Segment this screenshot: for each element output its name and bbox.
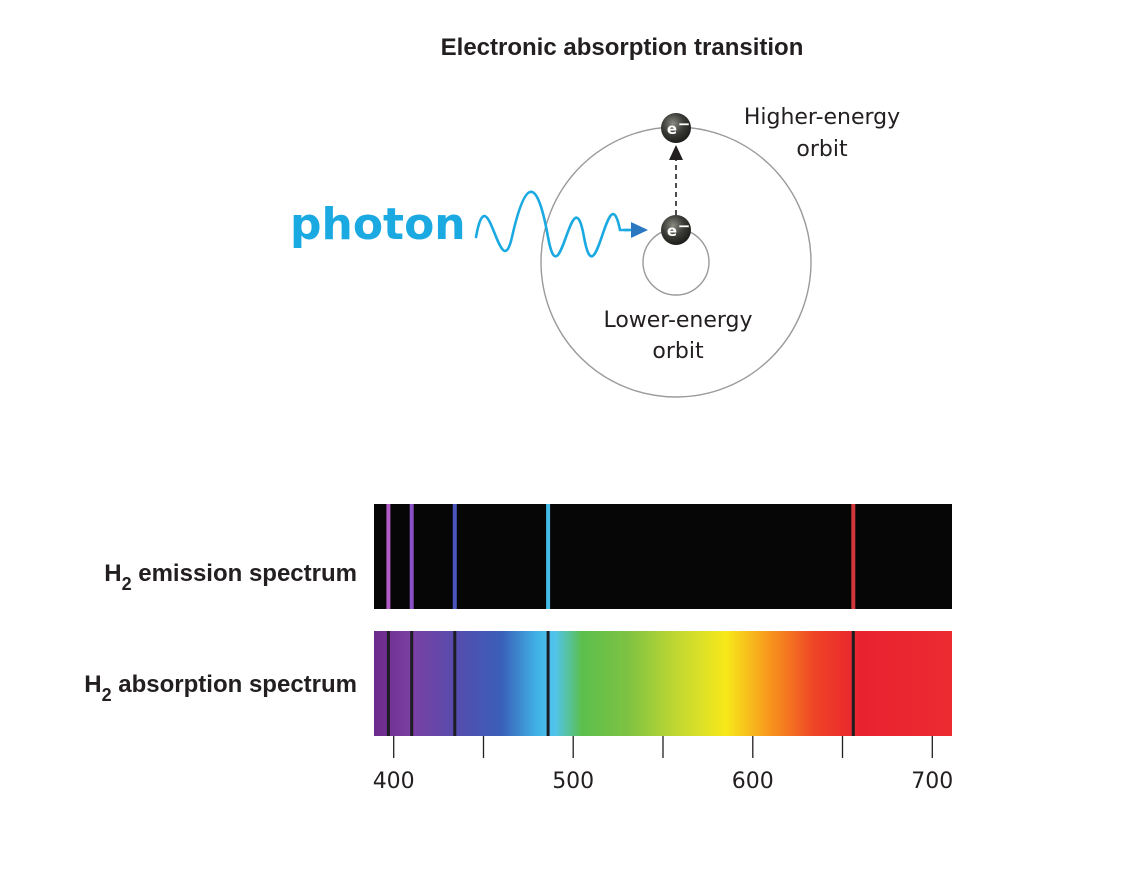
absorption-spectrum-label: H2 absorption spectrum [84, 671, 357, 705]
electron-symbol: e [667, 222, 677, 240]
emission-spectrum-band [374, 504, 952, 609]
wavelength-axis: 400 500 600 700 [373, 736, 953, 794]
emission-line-397 [386, 504, 391, 609]
absorption-line-486 [546, 631, 550, 736]
emission-line-486 [546, 504, 551, 609]
tick-label-400: 400 [373, 769, 415, 794]
transition-arrowhead [669, 145, 683, 160]
photon-arrowhead [631, 222, 648, 238]
absorption-spectrum-band [374, 631, 952, 736]
electron-lower: e − [661, 215, 691, 245]
electron-symbol: e [667, 120, 677, 138]
emission-lines [386, 504, 856, 609]
absorption-line-410 [410, 631, 414, 736]
photon-label: photon [290, 199, 466, 250]
electron-charge: − [678, 115, 691, 133]
tick-label-500: 500 [552, 769, 594, 794]
emission-spectrum-label: H2 emission spectrum [104, 560, 357, 594]
higher-orbit-label-line2: orbit [796, 137, 848, 162]
tick-label-600: 600 [732, 769, 774, 794]
electron-charge: − [678, 217, 691, 235]
photon-wave [474, 190, 630, 258]
absorption-line-656 [851, 631, 855, 736]
higher-orbit-label-line1: Higher-energy [744, 105, 900, 130]
absorption-line-397 [386, 631, 390, 736]
diagram-title: Electronic absorption transition [441, 34, 804, 61]
lower-orbit-label-line1: Lower-energy [603, 308, 752, 333]
emission-line-434 [452, 504, 457, 609]
tick-label-700: 700 [911, 769, 953, 794]
emission-line-656 [851, 504, 856, 609]
lower-orbit-label-line2: orbit [652, 339, 704, 364]
electron-higher: e − [661, 113, 691, 143]
emission-line-410 [409, 504, 414, 609]
absorption-line-434 [453, 631, 457, 736]
absorption-lines [386, 631, 855, 736]
